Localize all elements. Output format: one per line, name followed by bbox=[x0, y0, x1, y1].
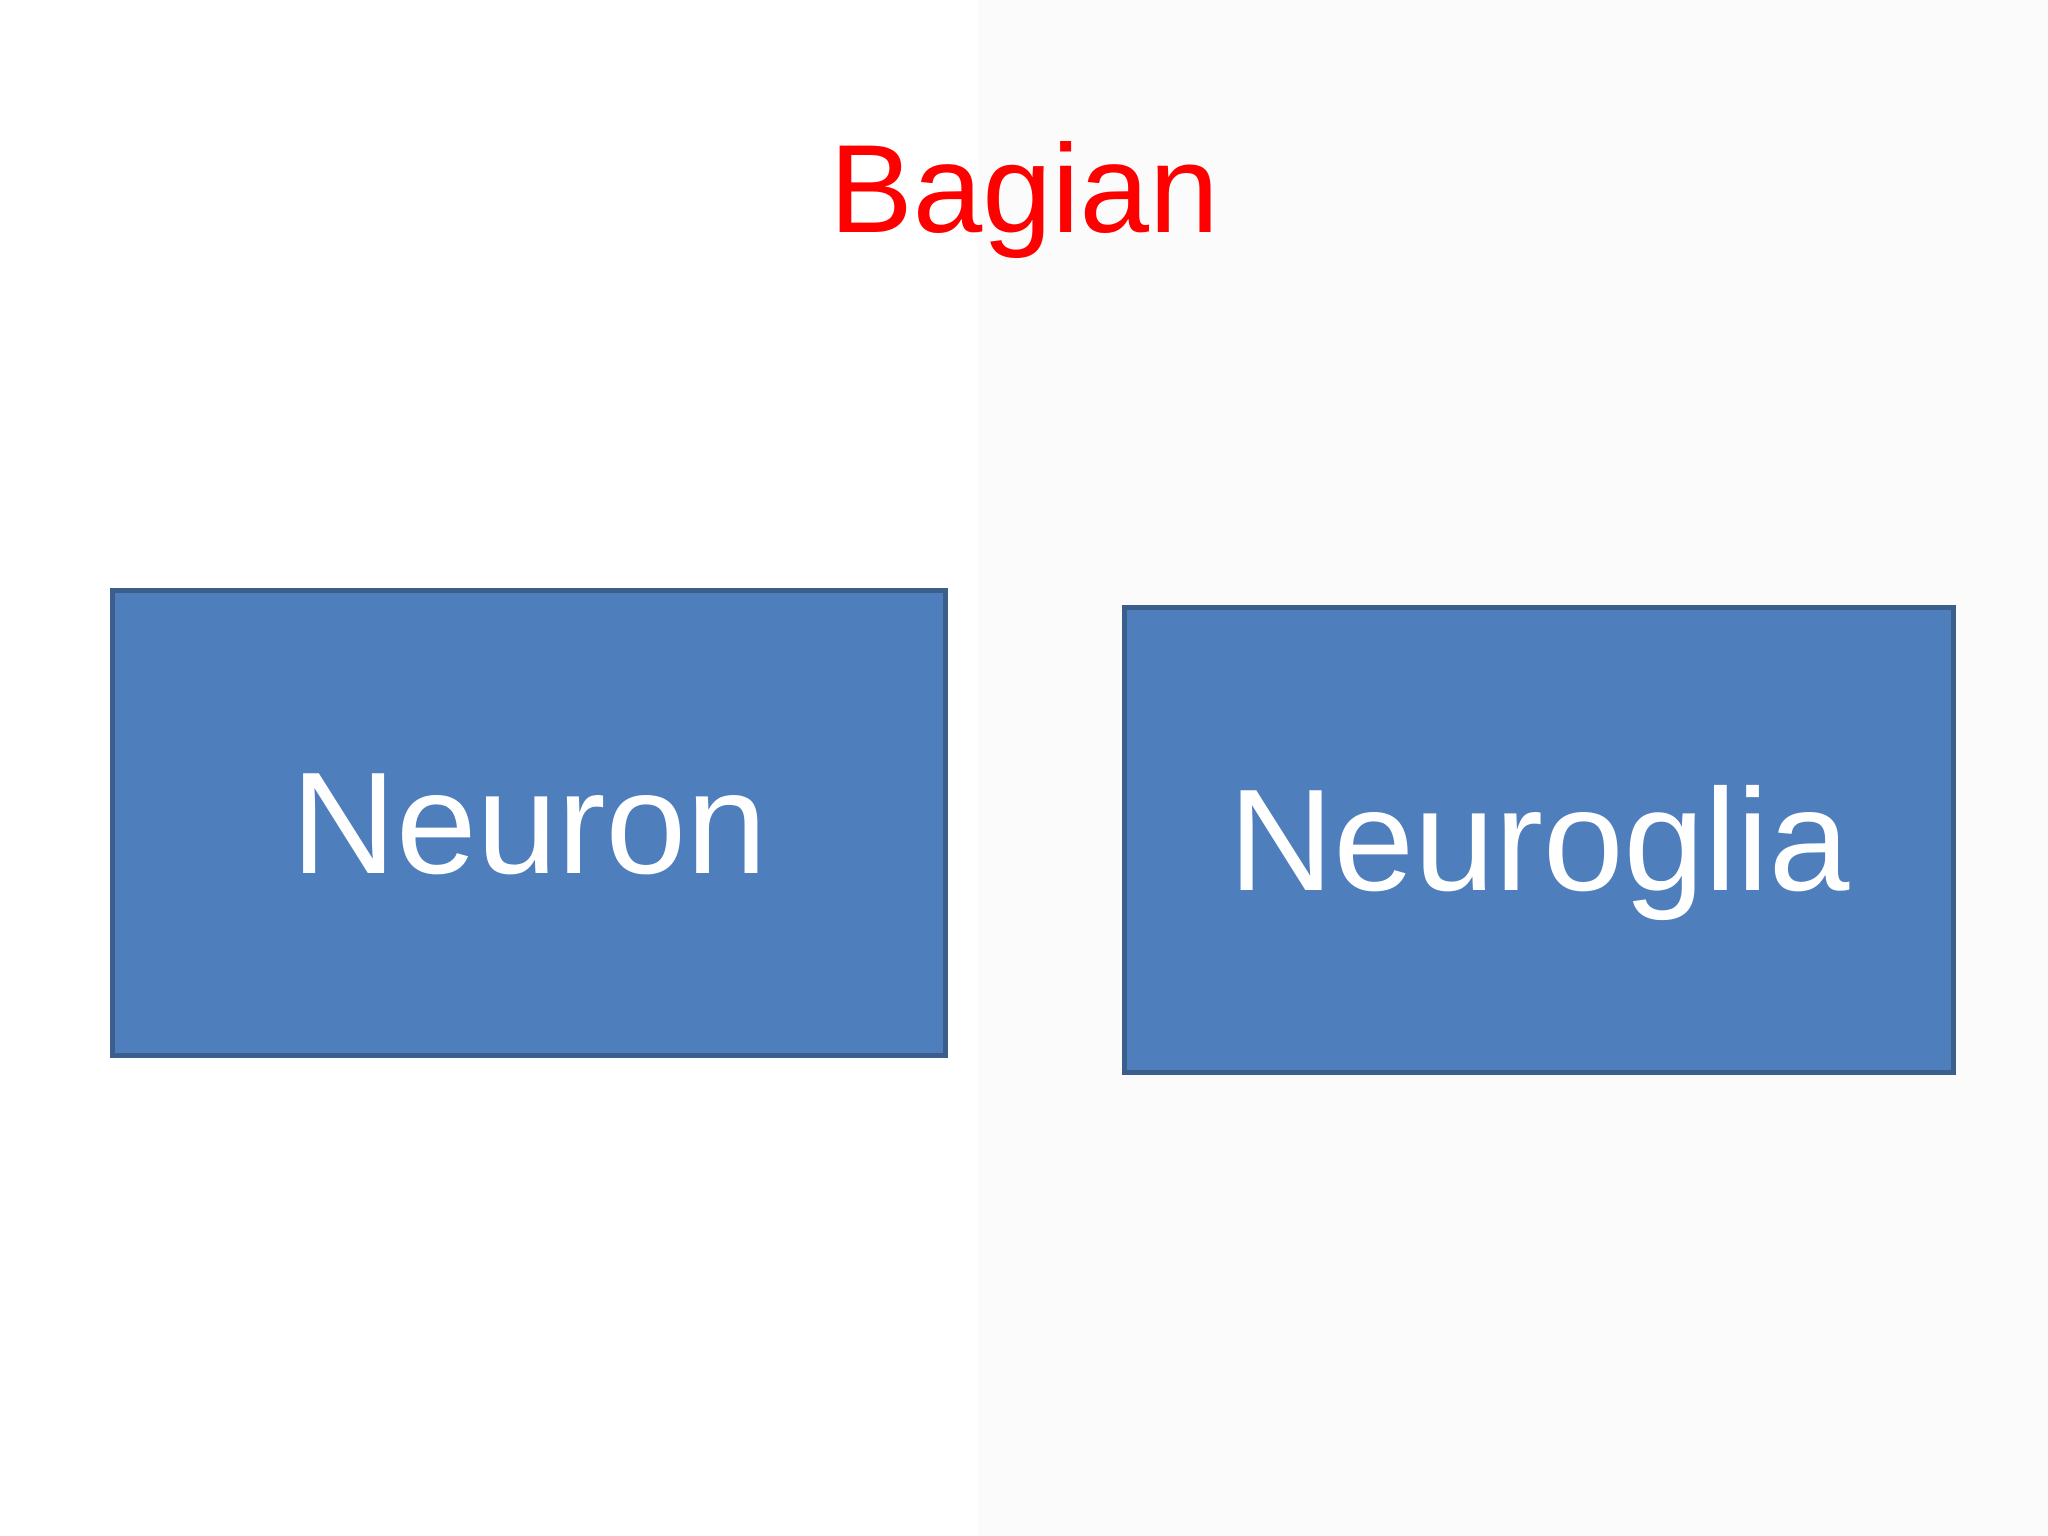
neuroglia-box-label: Neuroglia bbox=[1228, 758, 1850, 921]
slide-title: Bagian bbox=[829, 120, 1219, 259]
neuron-box: Neuron bbox=[110, 588, 948, 1058]
neuron-box-label: Neuron bbox=[291, 741, 767, 904]
neuroglia-box: Neuroglia bbox=[1122, 605, 1956, 1075]
